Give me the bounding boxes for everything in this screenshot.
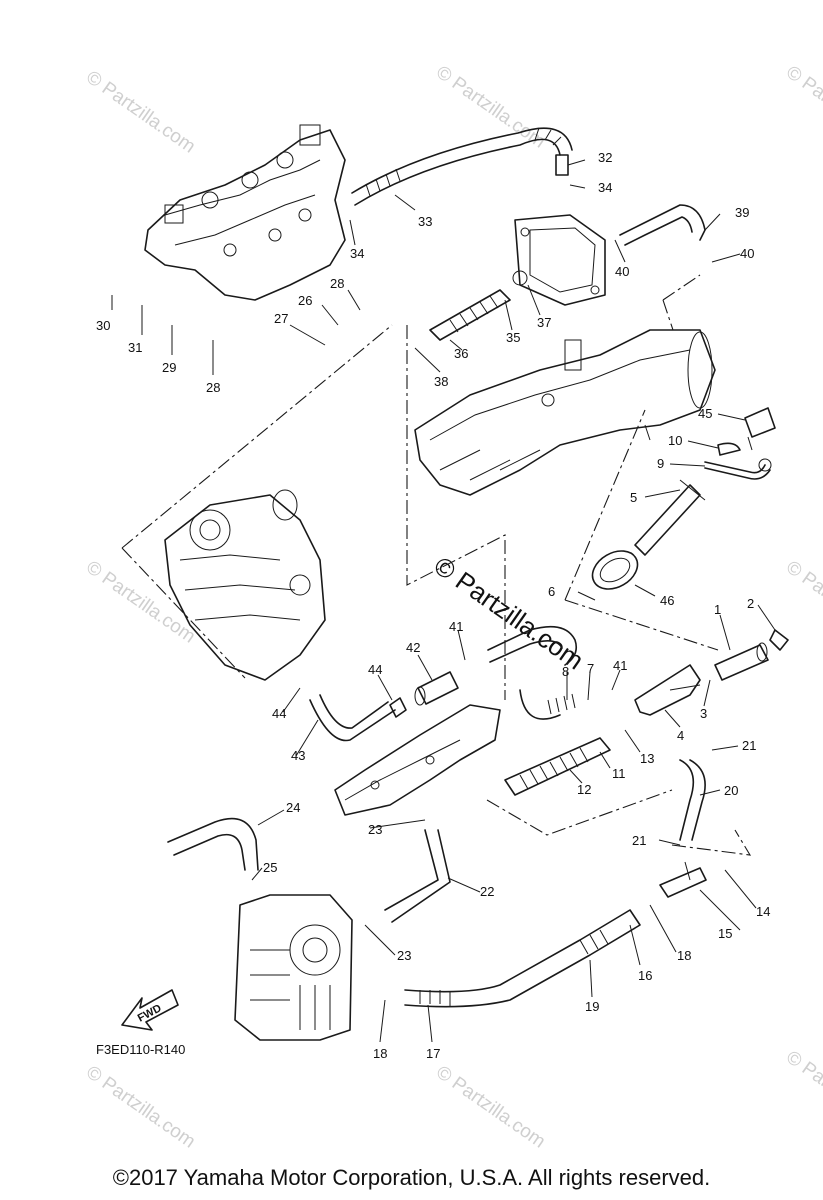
callout-9: 9	[657, 456, 664, 471]
clamp-10	[717, 442, 741, 456]
watermark: © Partzilla.com	[432, 1062, 549, 1153]
clamp-2	[769, 629, 789, 651]
hose-20	[679, 759, 706, 841]
callout-6: 6	[548, 584, 555, 599]
callout-29: 29	[162, 360, 176, 375]
callout-8: 8	[562, 664, 569, 679]
callout-27: 27	[274, 311, 288, 326]
y-joint-4	[634, 664, 701, 716]
callout-46: 46	[660, 593, 674, 608]
callout-40: 40	[615, 264, 629, 279]
callout-33: 33	[418, 214, 432, 229]
callout-21: 21	[632, 833, 646, 848]
watermark: © Partzilla.com	[782, 1047, 823, 1138]
diagram-code: F3ED110-R140	[96, 1042, 186, 1057]
watermark: © Partzilla.com	[782, 557, 823, 648]
hose-16-17	[404, 909, 641, 1008]
watermark: © Partzilla.com	[82, 1062, 199, 1153]
assembly-boundaries	[121, 274, 752, 856]
callout-43: 43	[291, 748, 305, 763]
seal-46	[591, 550, 639, 590]
callout-25: 25	[263, 860, 277, 875]
hose-36	[429, 270, 528, 341]
callout-7: 7	[587, 661, 594, 676]
callout-20: 20	[724, 783, 738, 798]
hose-43	[309, 694, 407, 742]
watermark-layer: © Partzilla.com © Partzilla.com © Partzi…	[82, 62, 823, 1153]
watermark: © Partzilla.com	[82, 67, 199, 158]
callout-22: 22	[480, 884, 494, 899]
callout-35: 35	[506, 330, 520, 345]
callout-23: 23	[368, 822, 382, 837]
callout-labels: 30 31 29 28 27 26 28 33 34 32 34 39 40 4…	[96, 150, 770, 1061]
callout-34: 34	[598, 180, 612, 195]
watermark: © Partzilla.com	[782, 62, 823, 153]
callout-21: 21	[742, 738, 756, 753]
callout-16: 16	[638, 968, 652, 983]
callout-4: 4	[677, 728, 684, 743]
callout-18: 18	[373, 1046, 387, 1061]
cylinder-head-illustration	[144, 124, 346, 301]
callout-36: 36	[454, 346, 468, 361]
hose-24	[167, 817, 259, 871]
hose-12	[504, 737, 611, 796]
callout-34: 34	[350, 246, 364, 261]
callout-30: 30	[96, 318, 110, 333]
callout-11: 11	[612, 766, 626, 781]
callout-15: 15	[718, 926, 732, 941]
watermark-center: © Partzilla.com	[429, 550, 590, 675]
hose-7-8	[487, 625, 578, 720]
callout-5: 5	[630, 490, 637, 505]
pipe-5	[634, 479, 706, 556]
hose-9	[704, 458, 772, 480]
callout-41: 41	[613, 658, 627, 673]
callout-28: 28	[330, 276, 344, 291]
callout-17: 17	[426, 1046, 440, 1061]
callout-2: 2	[747, 596, 754, 611]
callout-39: 39	[735, 205, 749, 220]
hose-33	[351, 127, 573, 206]
tee-15	[659, 861, 707, 898]
fitting-42	[414, 671, 459, 706]
callout-40: 40	[740, 246, 754, 261]
control-box-illustration	[234, 894, 353, 1041]
callout-28: 28	[206, 380, 220, 395]
callout-13: 13	[640, 751, 654, 766]
callout-45: 45	[698, 406, 712, 421]
fitting-45	[744, 407, 776, 451]
callout-3: 3	[700, 706, 707, 721]
callout-44: 44	[368, 662, 382, 677]
callout-44: 44	[272, 706, 286, 721]
callout-10: 10	[668, 433, 682, 448]
callout-37: 37	[537, 315, 551, 330]
exhaust-manifold-illustration	[414, 329, 716, 496]
callout-41: 41	[449, 619, 463, 634]
water-jacket-block	[514, 204, 706, 306]
callout-42: 42	[406, 640, 420, 655]
leader-lines	[111, 159, 776, 1043]
callout-23: 23	[397, 948, 411, 963]
callout-1: 1	[714, 602, 721, 617]
copyright-notice: ©2017 Yamaha Motor Corporation, U.S.A. A…	[112, 1165, 711, 1190]
callout-24: 24	[286, 800, 300, 815]
callout-19: 19	[585, 999, 599, 1014]
callout-26: 26	[298, 293, 312, 308]
hose-1	[714, 642, 769, 681]
cooling-manifold-illustration	[334, 704, 501, 816]
callout-31: 31	[128, 340, 142, 355]
hose-22	[384, 829, 451, 923]
jet-pump-housing-illustration	[164, 489, 326, 681]
fwd-arrow: FWD	[121, 989, 179, 1031]
callout-14: 14	[756, 904, 770, 919]
watermark: © Partzilla.com	[82, 557, 199, 648]
callout-12: 12	[577, 782, 591, 797]
callout-32: 32	[598, 150, 612, 165]
callout-38: 38	[434, 374, 448, 389]
callout-18: 18	[677, 948, 691, 963]
